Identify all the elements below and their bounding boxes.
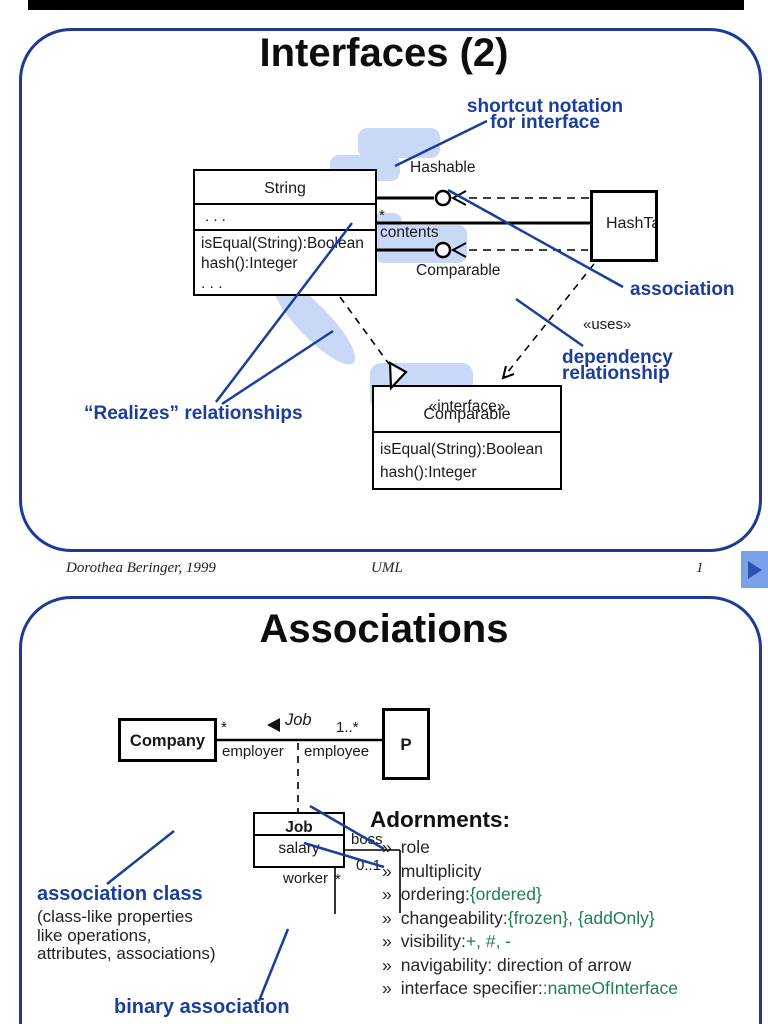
adornment-green-text: {ordered} — [469, 884, 542, 905]
footer-author: Dorothea Beringer, 1999 — [66, 560, 216, 576]
dependency-line2: relationship — [562, 363, 670, 384]
slide2-title: Associations — [259, 607, 509, 651]
note-line3: attributes, associations) — [37, 944, 216, 963]
adornment-item-interface-specifier: » interface specifier: :nameOfInterface — [382, 977, 678, 1001]
bullet-icon: » — [382, 931, 392, 952]
label-role-employer: employer — [222, 743, 284, 760]
shortcut-line2: for interface — [490, 112, 600, 133]
adornment-text: ordering: — [400, 884, 470, 905]
next-slide-button[interactable] — [741, 551, 768, 588]
class-box-job: Job salary — [253, 812, 345, 868]
class-name-company: Company — [129, 732, 206, 750]
adornment-text: role — [400, 837, 430, 858]
adornment-item-visibility: » visibility: +, #, - — [382, 930, 678, 954]
string-op-2: hash():Integer — [201, 255, 298, 272]
label-comparable: Comparable — [416, 262, 501, 279]
adornment-item-ordering: » ordering: {ordered} — [382, 883, 678, 907]
interface-ops: isEqual(String):Boolean hash():Integer — [374, 431, 560, 488]
label-role-employee: employee — [304, 743, 370, 760]
interface-stereotype: «interface» — [428, 398, 506, 415]
class-name-hashtable: HashTa — [606, 215, 658, 232]
annotation-association: association — [630, 279, 735, 300]
note-line2: like operations, — [37, 925, 152, 945]
slide1-title: Interfaces (2) — [259, 31, 509, 75]
slide1-border — [19, 28, 762, 552]
bullet-icon: » — [382, 860, 392, 881]
adornment-green-text: {frozen}, {addOnly} — [507, 907, 655, 928]
label-uses-stereotype: «uses» — [583, 316, 632, 333]
label-multiplicity-star: * — [379, 207, 385, 224]
adornment-text: visibility: — [400, 931, 466, 952]
interface-name: Comparable — [423, 406, 511, 423]
bullet-icon: » — [382, 907, 392, 928]
label-association-name-job: Job — [285, 711, 312, 729]
bullet-icon: » — [382, 837, 392, 858]
class-attr-job: salary — [255, 834, 343, 858]
class-ops-string: isEqual(String):Boolean hash():Integer .… — [195, 229, 375, 294]
bullet-icon: » — [382, 954, 392, 975]
bullet-icon: » — [382, 884, 392, 905]
association-class-note: (class-like properties like operations, … — [37, 907, 216, 964]
annotation-binary-association: binary association — [114, 996, 290, 1018]
label-hashable: Hashable — [410, 159, 476, 176]
annotation-realizes: “Realizes” relationships — [84, 403, 303, 424]
footer-page-number: 1 — [696, 560, 704, 576]
label-role-boss: boss — [351, 831, 383, 848]
class-box-company: Company — [118, 718, 217, 762]
label-person-multiplicity: 1..* — [336, 719, 359, 736]
shortcut-line1: shortcut notation — [466, 96, 624, 117]
bullet-icon: » — [382, 978, 392, 999]
note-line1: (class-like properties — [37, 907, 193, 926]
adornment-text: changeability: — [400, 907, 508, 928]
annotation-dependency: dependency relationship — [562, 348, 673, 384]
adornment-item-navigability: » navigability: direction of arrow — [382, 954, 678, 978]
highlight-shortcut-top — [358, 128, 440, 158]
adornments-heading: Adornments: — [370, 807, 510, 832]
class-name-job: Job — [285, 819, 313, 836]
label-company-multiplicity: * — [221, 719, 227, 736]
interface-op-1: isEqual(String):Boolean — [380, 441, 543, 458]
class-attrs-string: . . . — [195, 203, 375, 229]
annotation-association-class: association class — [37, 883, 203, 905]
adornment-item-changeability: » changeability: {frozen}, {addOnly} — [382, 907, 678, 931]
string-op-1: isEqual(String):Boolean — [201, 235, 364, 252]
class-box-person: P — [382, 708, 430, 780]
adornment-green-text: :nameOfInterface — [542, 978, 678, 999]
string-op-3: . . . — [201, 275, 223, 292]
adornments-list: » role » multiplicity » ordering: {order… — [382, 836, 678, 1001]
class-box-interface-comparable: «interface» Comparable isEqual(String):B… — [372, 385, 562, 490]
adornment-text: navigability: direction of arrow — [400, 954, 632, 975]
class-box-hashtable: HashTa — [590, 190, 658, 262]
label-boss-multiplicity: 0..1 — [356, 857, 382, 874]
class-box-string: String . . . isEqual(String):Boolean has… — [193, 169, 377, 296]
annotation-shortcut-notation: shortcut notation for interface — [455, 96, 635, 133]
class-name-person: P — [400, 735, 412, 754]
adornment-item-role: » role — [382, 836, 678, 860]
label-worker-multiplicity: * — [335, 871, 341, 888]
adornment-text: interface specifier: — [400, 978, 543, 999]
adornment-text: multiplicity — [400, 860, 482, 881]
top-black-bar — [28, 0, 744, 10]
footer-center: UML — [371, 560, 403, 576]
slide2-border — [19, 596, 762, 1024]
interface-op-2: hash():Integer — [380, 464, 477, 481]
label-contents: contents — [380, 224, 439, 241]
adornment-green-text: +, #, - — [465, 931, 512, 952]
play-icon — [747, 560, 762, 579]
adornment-item-multiplicity: » multiplicity — [382, 860, 678, 884]
class-name-string: String — [264, 180, 306, 197]
label-role-worker: worker — [283, 870, 329, 887]
